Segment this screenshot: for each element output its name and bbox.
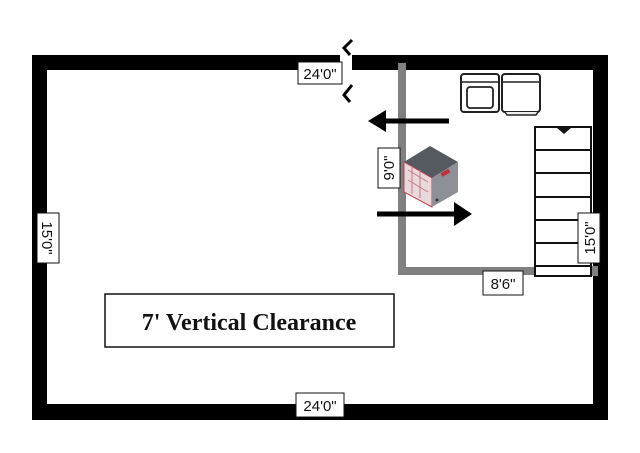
break-line-icon xyxy=(341,38,354,103)
dim-bottom: 24'0" xyxy=(295,392,345,418)
dim-partition-vertical: 9'0" xyxy=(377,147,401,189)
dim-bottom-label: 24'0" xyxy=(303,398,336,415)
airflow-arrow-left xyxy=(368,110,449,132)
partition-vertical xyxy=(398,63,406,275)
dim-right: 15'0" xyxy=(577,212,601,264)
clearance-box: 7' Vertical Clearance xyxy=(104,293,395,348)
airflow-arrow-right xyxy=(377,202,472,226)
dim-partition-vertical-label: 9'0" xyxy=(381,156,398,181)
arrow-left-icon xyxy=(368,110,386,132)
dim-top: 24'0" xyxy=(297,61,343,85)
wall-break-gap xyxy=(340,52,352,74)
dim-left: 15'0" xyxy=(36,212,60,264)
partition-end xyxy=(588,266,598,276)
clearance-label: 7' Vertical Clearance xyxy=(142,310,357,336)
partition-horizontal xyxy=(398,267,534,275)
stair-direction-icon xyxy=(556,127,572,134)
furnace-icon xyxy=(403,146,458,208)
interior-partition xyxy=(398,63,598,276)
dim-partition-horizontal: 8'6" xyxy=(482,270,524,296)
laundry-appliances xyxy=(460,73,541,116)
dim-left-label: 15'0" xyxy=(38,221,55,254)
arrow-right-icon xyxy=(454,202,472,226)
dim-right-label: 15'0" xyxy=(582,221,599,254)
dim-partition-horizontal-label: 8'6" xyxy=(491,276,516,293)
dryer-icon xyxy=(501,73,541,113)
dim-top-label: 24'0" xyxy=(303,66,336,83)
